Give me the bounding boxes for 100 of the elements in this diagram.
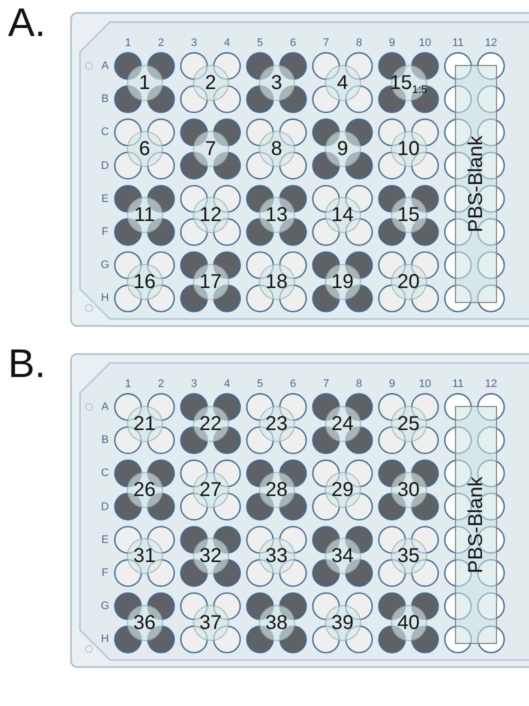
sample-number: 25 <box>397 412 420 435</box>
sample-circle <box>324 472 360 508</box>
sample-number: 27 <box>199 479 222 501</box>
column-number: 1 <box>124 378 132 390</box>
sample-number: 33 <box>265 545 288 568</box>
row-letter: F <box>102 226 108 238</box>
sample-circle <box>258 538 294 574</box>
sample-circle <box>324 197 360 234</box>
row-letter: B <box>101 93 109 106</box>
column-number: 3 <box>190 378 198 390</box>
sample-number: 21 <box>133 412 156 435</box>
sample-number: 6 <box>138 138 150 160</box>
sample-number: 34 <box>331 545 354 568</box>
column-number: 3 <box>190 37 198 49</box>
column-number: 1 <box>124 37 132 49</box>
row-letter: F <box>102 567 108 579</box>
sample-circle <box>324 406 360 442</box>
sample-circle <box>390 406 426 442</box>
blank-label: PBS-Blank <box>464 136 488 232</box>
sample-circle <box>324 64 360 101</box>
sample-number: 12 <box>199 204 222 226</box>
sample-number: 14 <box>331 204 354 226</box>
sample-number: 3 <box>270 72 282 94</box>
panel-label: B. <box>8 341 46 387</box>
sample-number: 32 <box>199 545 222 568</box>
column-number: 10 <box>418 37 432 49</box>
row-letter: E <box>101 192 109 205</box>
column-number: 12 <box>484 378 498 390</box>
column-number: 12 <box>484 37 498 49</box>
sample-number: 40 <box>397 612 420 634</box>
row-letter: G <box>100 259 110 272</box>
sample-number: 23 <box>265 412 288 435</box>
column-number: 8 <box>356 37 362 49</box>
sample-circle <box>126 538 162 574</box>
sample-circle <box>324 604 360 641</box>
column-number: 10 <box>418 378 432 390</box>
column-number: 8 <box>356 378 362 390</box>
row-letter: H <box>101 633 109 646</box>
sample-number: 28 <box>265 479 288 501</box>
sample-circle <box>126 264 162 300</box>
column-number: 5 <box>256 378 264 390</box>
column-number: 7 <box>322 378 330 390</box>
column-number: 9 <box>388 37 396 49</box>
row-letter: H <box>101 292 109 304</box>
sample-circle <box>192 604 228 641</box>
row-letter: D <box>101 160 109 172</box>
column-number: 4 <box>224 378 230 390</box>
blank-column-box <box>455 65 497 303</box>
sample-number: 29 <box>331 479 354 501</box>
column-number: 2 <box>158 37 164 49</box>
sample-number: 15 <box>397 204 420 226</box>
sample-circle <box>324 538 360 574</box>
sample-circle <box>324 131 360 167</box>
column-number: 11 <box>452 37 464 49</box>
sample-circle <box>390 264 426 300</box>
sample-number: 2 <box>204 72 216 94</box>
column-number: 4 <box>224 37 230 49</box>
sample-circle <box>192 538 228 574</box>
row-letter: C <box>101 467 109 480</box>
sample-number: 31 <box>133 545 156 568</box>
sample-number: 30 <box>397 479 420 501</box>
blank-column-box <box>455 406 497 644</box>
sample-circle <box>390 131 426 167</box>
sample-circle <box>390 472 426 508</box>
sample-circle <box>192 131 228 167</box>
column-number: 2 <box>158 378 164 390</box>
sample-number: 39 <box>331 612 354 634</box>
sample-circle <box>390 64 426 101</box>
sample-number: 22 <box>199 412 222 435</box>
sample-circle <box>390 197 426 234</box>
sample-number: 11 <box>134 204 155 226</box>
row-letter: B <box>101 434 109 446</box>
sample-number: 20 <box>397 270 420 293</box>
row-letter: A <box>101 60 109 72</box>
sample-number: 17 <box>199 270 222 293</box>
sample-circle <box>126 131 162 167</box>
sample-circle <box>390 604 426 641</box>
sample-circle <box>192 406 228 442</box>
sample-circle <box>126 64 162 101</box>
sample-number: 13 <box>265 204 288 226</box>
sample-number: 19 <box>331 270 354 293</box>
sample-number: 36 <box>133 612 156 634</box>
sample-circle <box>258 64 294 101</box>
row-letter: A <box>101 401 109 413</box>
column-number: 5 <box>256 37 264 49</box>
sample-circle <box>324 264 360 300</box>
column-number: 11 <box>452 378 464 390</box>
sample-circle <box>258 197 294 234</box>
sample-circle <box>126 197 162 234</box>
sample-number: 10 <box>397 138 420 160</box>
sample-circle <box>258 406 294 442</box>
sample-number: 38 <box>265 612 288 634</box>
sample-circle <box>126 604 162 641</box>
column-number: 7 <box>322 37 330 49</box>
sample-circle <box>126 472 162 508</box>
sample-circle <box>258 472 294 508</box>
sample-number: 4 <box>336 72 348 94</box>
sample-number: 8 <box>270 138 282 160</box>
sample-circle <box>192 472 228 508</box>
sample-circle <box>192 264 228 300</box>
